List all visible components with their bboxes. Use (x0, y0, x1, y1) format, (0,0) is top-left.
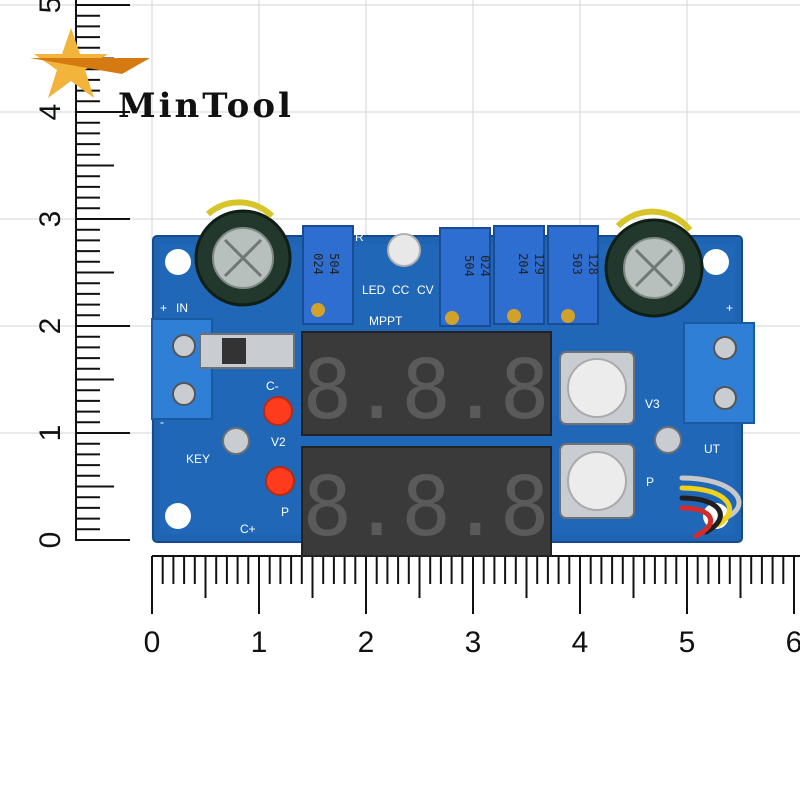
wire-bundle (679, 475, 742, 539)
y-label-1: 1 (34, 425, 67, 442)
mount-hole (165, 503, 191, 529)
silk-v2: V2 (271, 435, 286, 449)
silk-v3: V3 (645, 397, 660, 411)
y-label-2: 2 (34, 318, 67, 335)
display-bottom (301, 446, 552, 557)
trim-coil-left (222, 427, 250, 455)
red-led-top (263, 396, 293, 426)
display-bottom-digits: 8.8.8 (303, 460, 550, 555)
x-label-0: 0 (144, 626, 161, 659)
mount-hole (165, 249, 191, 275)
pot-4-code: 503 (570, 253, 584, 275)
silk-mppt: MPPT (369, 314, 403, 328)
display-top (301, 331, 552, 436)
x-label-6: 6 (786, 626, 800, 659)
silk-p-right: P (646, 475, 654, 489)
silk-in: IN (176, 301, 188, 315)
capacitor-left (194, 199, 292, 307)
silk-cc: CC (392, 283, 410, 297)
potentiometer-2 (439, 227, 491, 327)
silk-c-plus: C+ (240, 522, 256, 536)
brand-name: MinTool (118, 86, 294, 126)
vertical-ruler-labels: 0 1 2 3 4 5 (34, 0, 67, 548)
potentiometer-labels: 504 024 504 024 204 129 503 128 (311, 253, 600, 277)
horizontal-ruler-labels: 0 1 2 3 4 5 6 (144, 626, 800, 659)
pot-3-code: 204 (516, 253, 530, 275)
potentiometer-1 (302, 225, 354, 325)
capacitor-right (604, 208, 704, 318)
slide-switch (199, 333, 295, 369)
potentiometer-4 (547, 225, 599, 325)
brand-logo: MinTool (30, 28, 291, 126)
y-label-0: 0 (34, 532, 67, 549)
potentiometer-3 (493, 225, 545, 325)
pot-4-sub: 128 (586, 253, 600, 275)
x-label-1: 1 (251, 626, 268, 659)
display-top-digits: 8.8.8 (303, 343, 550, 438)
x-label-2: 2 (358, 626, 375, 659)
silk-cv: CV (417, 283, 434, 297)
y-label-4: 4 (34, 104, 67, 121)
silk-key: KEY (186, 452, 210, 466)
star-logo-icon (30, 28, 150, 98)
mount-hole (703, 249, 729, 275)
silk-plus-in: + (160, 301, 167, 315)
x-label-5: 5 (679, 626, 696, 659)
output-terminal (683, 322, 755, 424)
x-label-3: 3 (465, 626, 482, 659)
red-led-bottom (265, 466, 295, 496)
push-button-bottom (559, 443, 635, 519)
display-digits: 8.8.8 8.8.8 (303, 343, 550, 555)
pot-1-code: 504 (327, 253, 341, 275)
vertical-ruler (75, 0, 130, 541)
y-label-3: 3 (34, 211, 67, 228)
silkscreen: IN + - UT + C- C+ V2 P V3 P KEY R LED CC… (160, 230, 733, 536)
x-label-4: 4 (572, 626, 589, 659)
silk-plus-out: + (726, 301, 733, 315)
silk-minus-in: - (160, 415, 164, 429)
pot-3-sub: 129 (532, 253, 546, 275)
silk-p-left: P (281, 505, 289, 519)
pot-1-sub: 024 (311, 253, 325, 275)
push-button-top (559, 351, 635, 425)
silk-led: LED (362, 283, 386, 297)
status-led (387, 233, 421, 267)
trim-coil-right (654, 426, 682, 454)
pot-2-code: 504 (462, 255, 476, 277)
silk-c-minus: C- (266, 379, 279, 393)
horizontal-ruler (151, 555, 800, 614)
y-label-5: 5 (34, 0, 67, 13)
silk-r: R (355, 230, 364, 244)
pot-2-sub: 024 (478, 255, 492, 277)
silk-out: UT (704, 442, 721, 456)
